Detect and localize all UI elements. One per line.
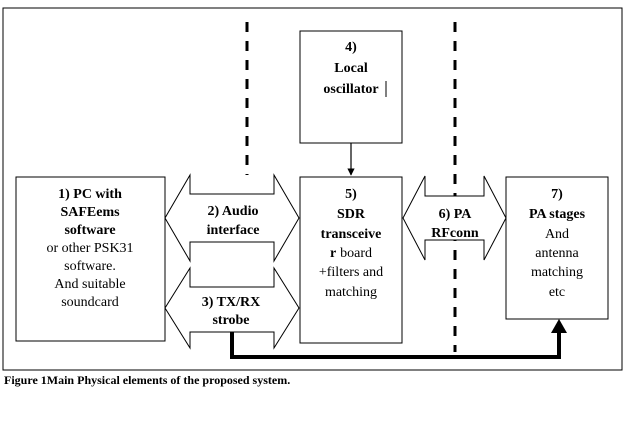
txrx-line1: 3) TX/RX [202,295,260,310]
pa-stages-line2: PA stages [529,207,586,222]
pc-title: 1) PC with [58,187,122,202]
block-audio-interface: 2) Audio interface [164,173,300,263]
pa-rfconn-line2: RFconn [431,226,479,241]
diagram-frame [2,7,623,371]
block-local-oscillator: 4) Local oscillator [299,30,403,144]
pc-line3: software [64,223,115,238]
pc-line7: soundcard [61,295,119,310]
pa-rfconn-line1: 6) PA [439,207,473,222]
pa-stages-line3: And [545,227,569,242]
pa-stages-line6: etc [549,285,565,300]
oscillator-line3: oscillator [323,82,378,97]
pc-line4: or other PSK31 [46,241,133,256]
block-pa-rfconn: 6) PA RFconn [402,175,507,261]
sdr-line5: +filters and [319,265,383,280]
pc-line5: software. [64,259,116,274]
strobe-connector [230,319,567,359]
sdr-line1: 5) [345,187,357,202]
audio-interface-line1: 2) Audio [208,204,259,219]
oscillator-line1: 4) [345,40,357,55]
pa-stages-line1: 7) [551,187,563,202]
pa-stages-line5: matching [531,265,583,280]
txrx-line2: strobe [212,313,249,328]
oscillator-line2: Local [334,61,368,76]
sdr-line2: SDR [337,207,366,222]
pa-stages-line4: antenna [535,246,579,261]
sdr-line6: matching [325,285,377,300]
block-txrx-strobe: 3) TX/RX strobe [164,266,300,350]
figure-caption: Figure 1Main Physical elements of the pr… [4,373,291,387]
sdr-line4b: board [340,246,372,261]
pc-line2: SAFEems [60,205,120,220]
sdr-line3: transceive [321,227,382,242]
block-pc: 1) PC with SAFEems software or other PSK… [15,176,166,342]
audio-interface-line2: interface [207,223,260,238]
pc-line6: And suitable [54,277,125,292]
sdr-line4a: r [330,246,336,261]
block-pa-stages: 7) PA stages And antenna matching etc [505,176,609,320]
strobe-arrowhead [551,319,567,333]
